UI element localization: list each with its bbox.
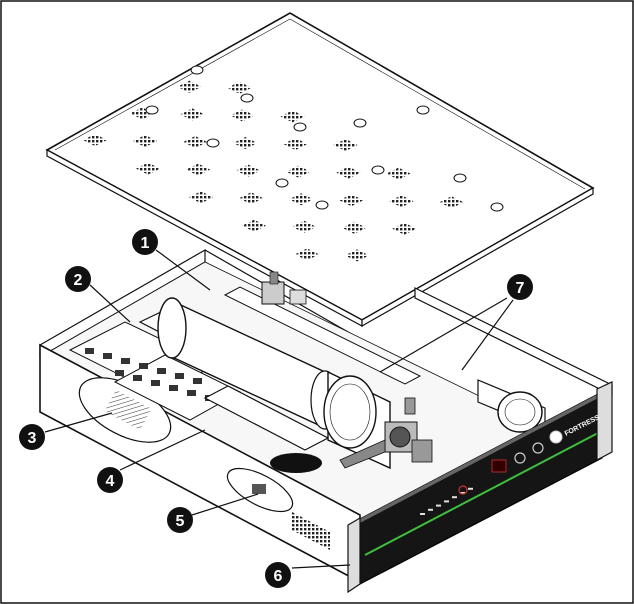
front-handle-left <box>347 516 361 594</box>
pcb-chip <box>103 353 112 359</box>
cover-vent <box>83 134 107 146</box>
screw-icon <box>145 105 159 115</box>
pcb-chip <box>157 368 166 374</box>
pcb-chip <box>139 363 148 369</box>
pcb-chip <box>193 378 202 384</box>
callout-1: 1 <box>132 229 158 255</box>
rear-bracket <box>261 271 307 305</box>
front-panel: FORTRESS <box>347 381 613 594</box>
knob-icon <box>514 452 526 464</box>
cover-vent <box>186 163 211 176</box>
svg-text:3: 3 <box>28 430 37 447</box>
svg-text:5: 5 <box>176 513 185 530</box>
pcb-chip <box>133 375 142 381</box>
svg-text:6: 6 <box>274 568 283 585</box>
connector <box>252 484 266 494</box>
front-handle-right <box>596 381 613 461</box>
screw-icon <box>293 122 307 132</box>
power-button-icon <box>549 430 563 444</box>
svg-text:4: 4 <box>106 473 115 490</box>
pcb-chip <box>187 390 196 396</box>
cover-vent <box>386 167 411 180</box>
fan-blades <box>104 390 152 430</box>
screw-icon <box>206 138 220 148</box>
cover-vent <box>133 135 158 147</box>
cover-vent <box>289 193 314 206</box>
screw-icon <box>416 105 430 115</box>
side-vents <box>292 512 330 550</box>
callout-6: 6 <box>265 562 291 588</box>
callout-4: 4 <box>97 467 123 493</box>
cover-vent <box>439 196 464 209</box>
cover-vent <box>342 221 367 234</box>
cover-vent <box>280 110 305 123</box>
pcb-chip <box>175 373 184 379</box>
cover-vent <box>286 165 311 178</box>
cover-screws <box>145 65 504 212</box>
screw-icon <box>490 202 504 212</box>
leader-lines <box>44 249 514 569</box>
screw-icon <box>371 165 385 175</box>
cover-vent <box>183 136 208 148</box>
cover-vent <box>336 166 361 179</box>
led-indicator <box>436 504 441 507</box>
callout-3: 3 <box>19 424 45 450</box>
indicator-icon <box>458 485 468 495</box>
cover-vent <box>295 248 319 261</box>
cover-vent <box>345 249 370 262</box>
cover-vent <box>242 219 266 232</box>
callout-7: 7 <box>507 274 533 300</box>
callout-2: 2 <box>65 266 91 292</box>
cover-vent <box>227 81 252 94</box>
cover-vent <box>283 138 308 150</box>
led-indicator <box>420 513 425 515</box>
cover-vent-grid <box>83 80 464 262</box>
pcb-chip <box>85 348 94 354</box>
screw-icon <box>353 118 367 128</box>
accent-stripe <box>364 432 599 556</box>
screw-icon <box>275 178 289 188</box>
fan-shadow <box>270 453 322 473</box>
cover-vent <box>177 80 202 93</box>
svg-text:2: 2 <box>74 272 83 289</box>
knob-icon <box>532 442 544 454</box>
screw-icon <box>315 200 329 210</box>
screw-icon <box>190 65 204 75</box>
led-indicator <box>444 500 449 503</box>
pcb-chip <box>169 385 178 391</box>
svg-text:7: 7 <box>516 280 525 297</box>
led-indicator <box>468 487 473 490</box>
cover-vent <box>233 137 258 149</box>
screw-icon <box>240 93 254 103</box>
valve-assembly <box>339 397 433 469</box>
cover-vent <box>239 192 264 205</box>
cover-vent <box>136 162 160 175</box>
cover-vent <box>339 194 364 207</box>
cover-vent <box>189 191 213 204</box>
cover-vent <box>230 109 255 122</box>
callout-5: 5 <box>167 507 193 533</box>
svg-text:1: 1 <box>141 235 150 252</box>
pcb-chip <box>115 370 124 376</box>
pcb-chip <box>121 358 130 364</box>
cover-vent <box>392 222 417 235</box>
led-indicator <box>460 492 465 494</box>
cover-vent <box>333 139 358 151</box>
led-indicator <box>452 496 457 499</box>
screw-icon <box>453 173 467 183</box>
cover-vent <box>180 108 205 121</box>
cover-vent <box>389 195 414 208</box>
display-window <box>491 459 507 473</box>
panel-leds <box>420 487 473 515</box>
transformer-right <box>323 370 391 470</box>
pcb-chip <box>151 380 160 386</box>
cover-vent <box>236 164 261 177</box>
cover-vent <box>292 220 317 233</box>
led-indicator <box>428 508 433 511</box>
